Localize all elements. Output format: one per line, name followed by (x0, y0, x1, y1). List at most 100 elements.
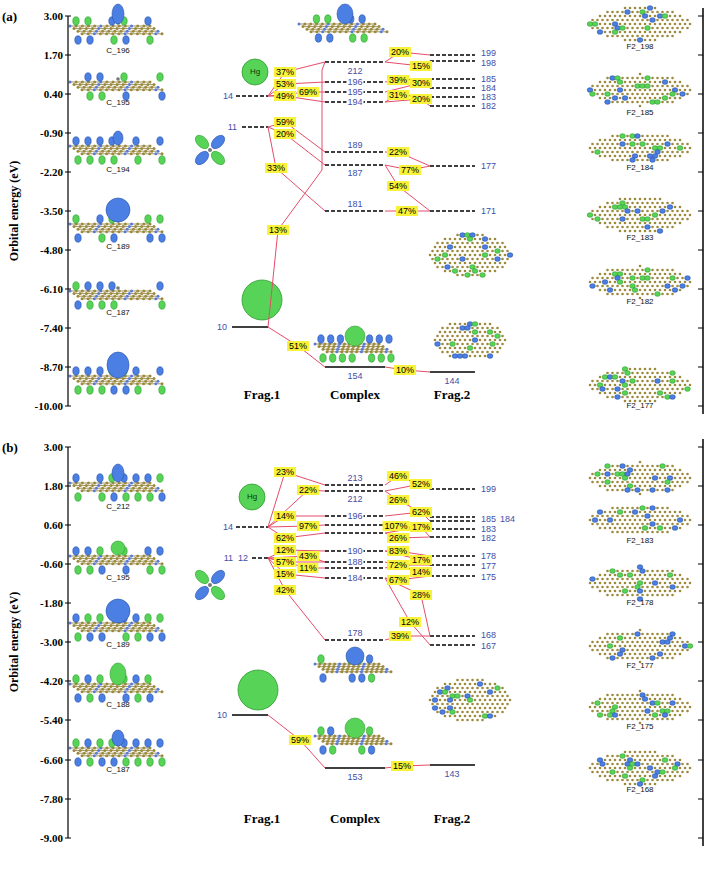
atom-dot (599, 89, 602, 92)
atom-dot (634, 214, 637, 217)
atom-dot (444, 331, 447, 334)
atom-dot (81, 145, 84, 148)
atom-dot (149, 375, 152, 378)
atom-dot (111, 297, 114, 300)
atom-dot (126, 86, 129, 89)
atom-dot (666, 77, 669, 80)
atom-dot (446, 335, 449, 338)
atom-dot (676, 285, 679, 288)
atom-dot (594, 89, 597, 92)
atom-dot (107, 228, 110, 231)
atom-dot (105, 81, 108, 84)
atom-dot (681, 27, 684, 30)
atom-dot (604, 155, 607, 158)
orbital-lobe (350, 34, 356, 42)
atom-dot (681, 277, 684, 280)
atom-dot (146, 292, 149, 295)
atom-dot (631, 210, 634, 213)
atom-dot (684, 384, 687, 387)
atom-dot (464, 238, 467, 241)
atom-dot (656, 143, 659, 146)
atom-dot (134, 83, 137, 86)
atom-dot (631, 372, 634, 375)
atom-dot (75, 81, 78, 84)
atom-dot (69, 223, 72, 226)
atom-dot (113, 560, 116, 563)
atom-dot (118, 25, 121, 28)
atom-dot (83, 380, 86, 383)
atom-dot (681, 19, 684, 22)
atom-dot (596, 285, 599, 288)
atom-dot (484, 347, 487, 350)
atom-dot (624, 222, 627, 225)
orbital-lobe (617, 88, 623, 93)
atom-dot (142, 629, 145, 632)
atom-dot (646, 93, 649, 96)
atom-dot (619, 392, 622, 395)
atom-dot (476, 258, 479, 261)
atom-dot (128, 377, 131, 380)
atom-dot (636, 269, 639, 272)
atom-dot (474, 355, 477, 358)
atom-dot (651, 85, 654, 88)
atom-dot (441, 250, 444, 253)
orbital-lobe (97, 614, 103, 622)
atom-dot (471, 327, 474, 330)
atom-dot (148, 562, 151, 565)
atom-dot (466, 242, 469, 245)
atom-dot (130, 297, 133, 300)
atom-dot (651, 218, 654, 221)
molecule-top-view (589, 367, 692, 403)
atom-dot (674, 23, 677, 26)
atom-dot (646, 11, 649, 14)
atom-dot (604, 139, 607, 142)
atom-dot (120, 150, 123, 153)
atom-dot (496, 343, 499, 346)
atom-dot (117, 230, 120, 233)
atom-dot (674, 206, 677, 209)
atom-dot (676, 210, 679, 213)
atom-dot (111, 152, 114, 155)
atom-dot (85, 685, 88, 688)
atom-dot (629, 368, 632, 371)
atom-dot (105, 489, 108, 492)
atom-dot (126, 30, 129, 33)
atom-dot (117, 152, 120, 155)
atom-dot (624, 376, 627, 379)
atom-dot (378, 25, 381, 28)
atom-dot (471, 250, 474, 253)
atom-dot (489, 270, 492, 273)
atom-dot (666, 135, 669, 138)
atom-dot (644, 214, 647, 217)
atom-dot (479, 347, 482, 350)
atom-dot (321, 30, 324, 33)
atom-dot (146, 147, 149, 150)
atom-dot (333, 30, 336, 33)
atom-dot (616, 202, 619, 205)
atom-dot (476, 234, 479, 237)
atom-dot (107, 380, 110, 383)
atom-dot (596, 210, 599, 213)
atom-dot (504, 262, 507, 265)
atom-dot (599, 273, 602, 276)
atom-dot (609, 392, 612, 395)
atom-dot (611, 19, 614, 22)
atom-dot (122, 83, 125, 86)
atom-dot (451, 335, 454, 338)
atom-dot (606, 85, 609, 88)
atom-dot (93, 25, 96, 28)
atom-dot (661, 93, 664, 96)
orbital-lobe (97, 547, 103, 555)
orbital-lobe (378, 354, 384, 362)
atom-dot (674, 384, 677, 387)
molecule-top-view (434, 322, 507, 359)
atom-dot (81, 297, 84, 300)
atom-dot (101, 228, 104, 231)
atom-dot (666, 277, 669, 280)
atom-dot (347, 345, 350, 348)
orbital-lobe (73, 137, 79, 145)
atom-dot (95, 30, 98, 33)
atom-dot (679, 222, 682, 225)
orbital-lobe (667, 205, 673, 210)
atom-dot (606, 388, 609, 391)
